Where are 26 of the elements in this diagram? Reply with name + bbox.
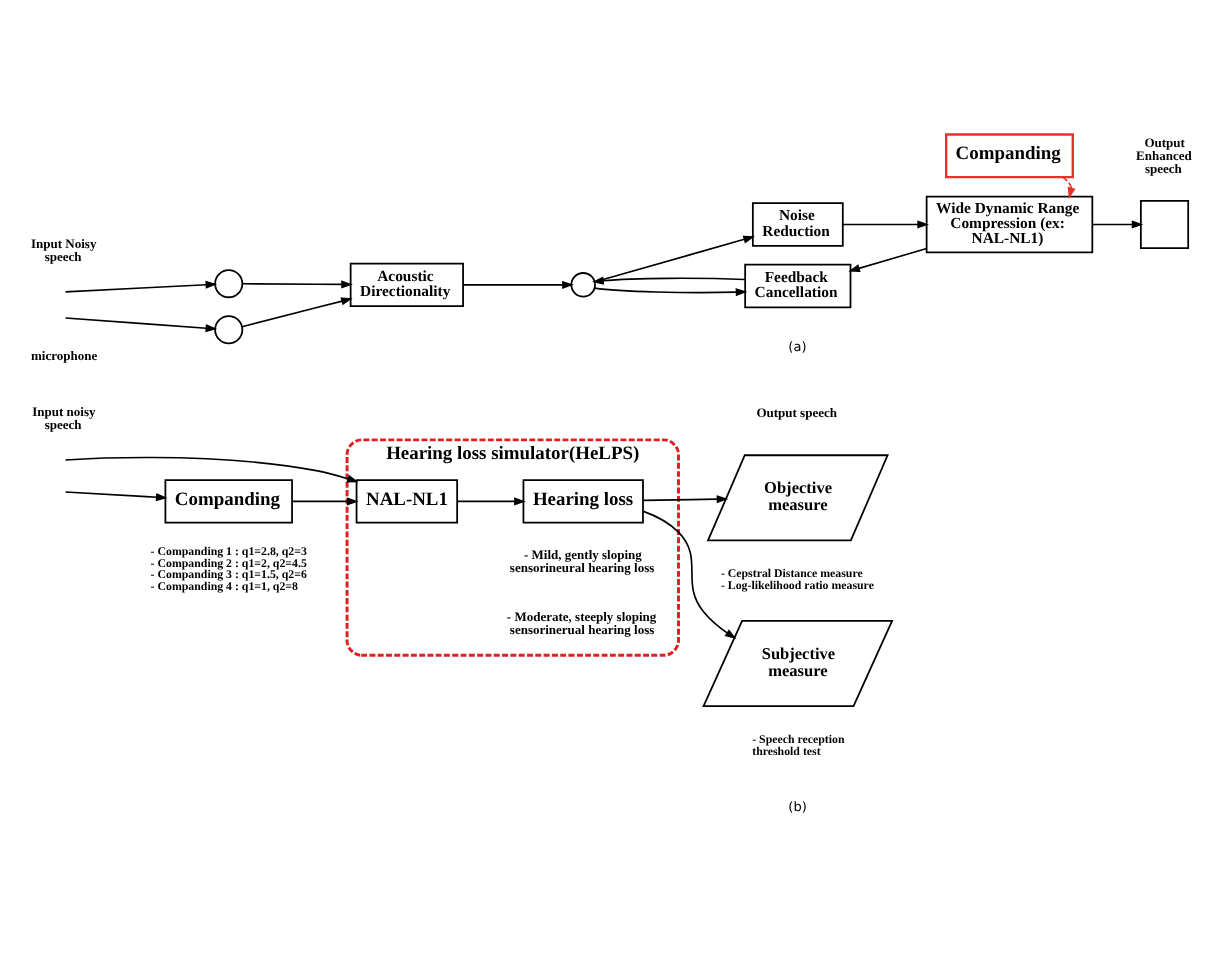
- arrow: [642, 509, 737, 638]
- node-box: NAL-NL1: [355, 478, 459, 523]
- arrow: [1091, 219, 1144, 228]
- node-box: [1139, 198, 1190, 248]
- node-box: Companding: [944, 132, 1074, 178]
- arrow: [1061, 175, 1076, 199]
- arrow: [64, 455, 359, 482]
- arrow: [642, 494, 729, 503]
- arrow: [64, 316, 218, 332]
- arrow: [848, 246, 928, 272]
- arrow: [291, 496, 359, 505]
- arrow: [594, 234, 755, 282]
- node-circle: [570, 271, 596, 297]
- node-box: Companding: [164, 478, 293, 523]
- arrow: [241, 279, 353, 288]
- node-box: Hearing loss: [522, 478, 644, 523]
- arrow: [592, 275, 746, 284]
- node-circle: [214, 314, 244, 344]
- arrow: [64, 279, 218, 292]
- arrow: [456, 496, 526, 505]
- arrow: [593, 286, 748, 296]
- arrow: [842, 219, 929, 228]
- arrow: [462, 279, 574, 288]
- arrow: [241, 296, 353, 327]
- arrow: [64, 490, 168, 501]
- node-circle: [214, 268, 244, 298]
